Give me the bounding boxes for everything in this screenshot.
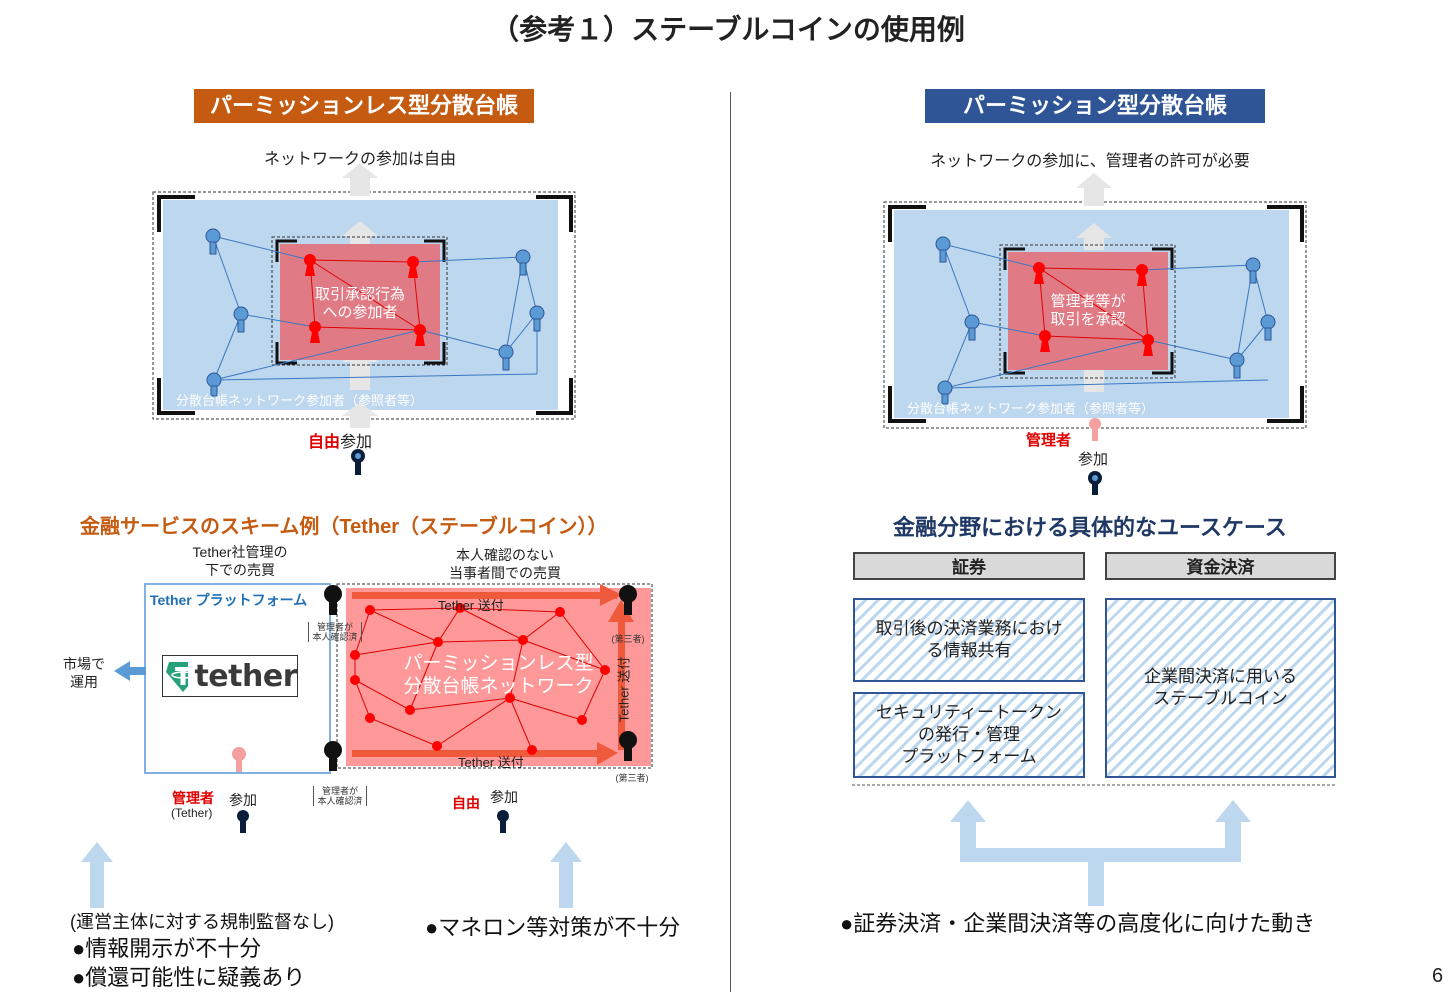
page-title: （参考１）ステーブルコインの使用例	[491, 14, 965, 45]
permissionless-header: パーミッションレス型分散台帳	[194, 89, 534, 123]
usecase-arrows	[852, 784, 1337, 906]
bullet-paren: (運営主体に対する規制監督なし)	[70, 912, 334, 932]
right-join-label: 参加	[1078, 451, 1109, 468]
permissioned-header: パーミッション型分散台帳	[925, 89, 1265, 123]
permissionless-network-diagram	[152, 163, 576, 475]
permissionless-network-area	[346, 588, 651, 766]
up-arrow-right-icon	[550, 842, 582, 908]
up-arrow-securities-icon	[950, 800, 986, 854]
right-caption: ネットワークの参加に、管理者の許可が必要	[930, 153, 1250, 170]
kyc-note-bottom-2: 本人確認済	[317, 796, 363, 806]
usecase-title: 金融分野における具体的なユースケース	[893, 515, 1287, 540]
scheme-title: 金融サービスのスキーム例（Tether（ステーブルコイン））	[80, 516, 608, 538]
category-securities: 証券	[853, 552, 1085, 580]
free-label: 自由	[308, 434, 341, 451]
tether-admin-join: 参加	[229, 792, 257, 808]
tether-managed-2: 下での売買	[205, 562, 275, 578]
category-payments: 資金決済	[1105, 552, 1336, 580]
network-label-1: パーミッションレス型	[403, 653, 594, 674]
no-kyc-1: 本人確認のない	[456, 547, 554, 563]
send-bottom-label: Tether 送付	[458, 755, 524, 770]
center-divider	[730, 92, 731, 992]
kyc-note-top-2: 本人確認済	[312, 632, 358, 642]
usecase-stablecoin: 企業間決済に用いるステーブルコイン	[1105, 598, 1336, 778]
bullet-redemption: ●償還可能性に疑義あり	[72, 965, 306, 990]
kyc-note-top-1: 管理者が	[316, 622, 353, 632]
admin-approve-label-2: 取引を承認	[1050, 311, 1126, 328]
up-arrow-payments-icon	[1215, 800, 1251, 854]
page-number: 6	[1432, 965, 1444, 987]
bottom-left-arrows	[81, 842, 582, 908]
up-arrow-icon	[342, 163, 378, 196]
right-admin-label: 管理者	[1026, 432, 1072, 449]
join-user-icon	[351, 449, 365, 475]
tether-managed-1: Tether社管理の	[192, 544, 288, 560]
right-outer-label: 分散台帳ネットワーク参加者（参照者等）	[907, 401, 1155, 416]
third-party-bottom: (第三者)	[615, 773, 649, 783]
network-label-2: 分散台帳ネットワーク	[403, 676, 594, 697]
validator-label-2: への参加者	[322, 304, 398, 321]
permissioned-network-diagram	[883, 173, 1307, 495]
join-label: 参加	[340, 434, 373, 451]
usecase-security-token: セキュリティートークンの発行・管理プラットフォーム	[853, 692, 1085, 778]
up-arrow-left-icon	[81, 842, 113, 908]
market-arrow-icon	[114, 661, 146, 681]
usecase-info-sharing: 取引後の決済業務における情報共有	[853, 598, 1085, 682]
free2-join: 参加	[490, 789, 518, 805]
tether-admin-sub: (Tether)	[171, 806, 213, 820]
kyc-note-bottom-1: 管理者が	[321, 786, 358, 796]
market-label-2: 運用	[70, 674, 98, 690]
send-side-label: Tether 送付	[616, 656, 632, 723]
free2-label: 自由	[452, 795, 480, 811]
tether-logo-word: tether	[194, 658, 297, 694]
validator-label-1: 取引承認行為	[314, 286, 405, 303]
tether-logo-icon	[166, 662, 189, 692]
tether-logo: tether	[162, 655, 298, 697]
third-party-top: (第三者)	[611, 634, 645, 644]
left-caption: ネットワークの参加は自由	[263, 151, 456, 168]
tether-platform-label: Tether プラットフォーム	[150, 592, 308, 608]
left-outer-label: 分散台帳ネットワーク参加者（参照者等）	[176, 393, 424, 408]
bullet-disclosure: ●情報開示が不十分	[72, 936, 262, 961]
bullet-right: ●証券決済・企業間決済等の高度化に向けた動き	[840, 911, 1316, 936]
market-label-1: 市場で	[63, 656, 105, 672]
bullet-aml: ●マネロン等対策が不十分	[425, 915, 681, 940]
tether-admin-label: 管理者	[172, 790, 214, 806]
send-top-label: Tether 送付	[438, 598, 504, 613]
no-kyc-2: 当事者間での売買	[449, 565, 561, 581]
admin-approve-label-1: 管理者等が	[1050, 293, 1126, 310]
